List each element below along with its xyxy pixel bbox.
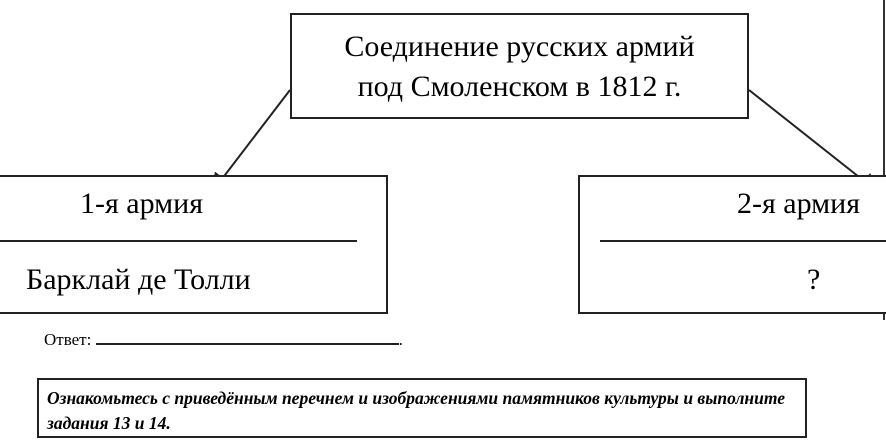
instruction-text: Ознакомьтесь с приведённым перечнем и из…: [47, 388, 786, 433]
answer-end: .: [398, 330, 403, 349]
answer-label: Ответ:: [44, 330, 92, 349]
instruction-box: Ознакомьтесь с приведённым перечнем и из…: [37, 378, 807, 438]
right-divider: [600, 240, 886, 242]
right-value: ?: [807, 263, 821, 296]
right-title: 2-я армия: [737, 187, 860, 220]
top-line2: под Смоленском в 1812 г.: [357, 70, 682, 103]
page-edge: [883, 0, 885, 320]
answer-row: Ответ: .: [44, 327, 403, 350]
left-army-box: 1-я армия Барклай де Толли: [0, 175, 388, 314]
right-army-box: 2-я армия ?: [578, 175, 886, 314]
top-line1: Соединение русских армий: [344, 30, 695, 63]
answer-field[interactable]: [95, 327, 399, 345]
top-box: Соединение русских армий под Смоленском …: [290, 13, 749, 119]
left-divider: [0, 240, 357, 242]
left-title: 1-я армия: [80, 187, 203, 220]
left-value: Барклай де Толли: [26, 263, 251, 296]
